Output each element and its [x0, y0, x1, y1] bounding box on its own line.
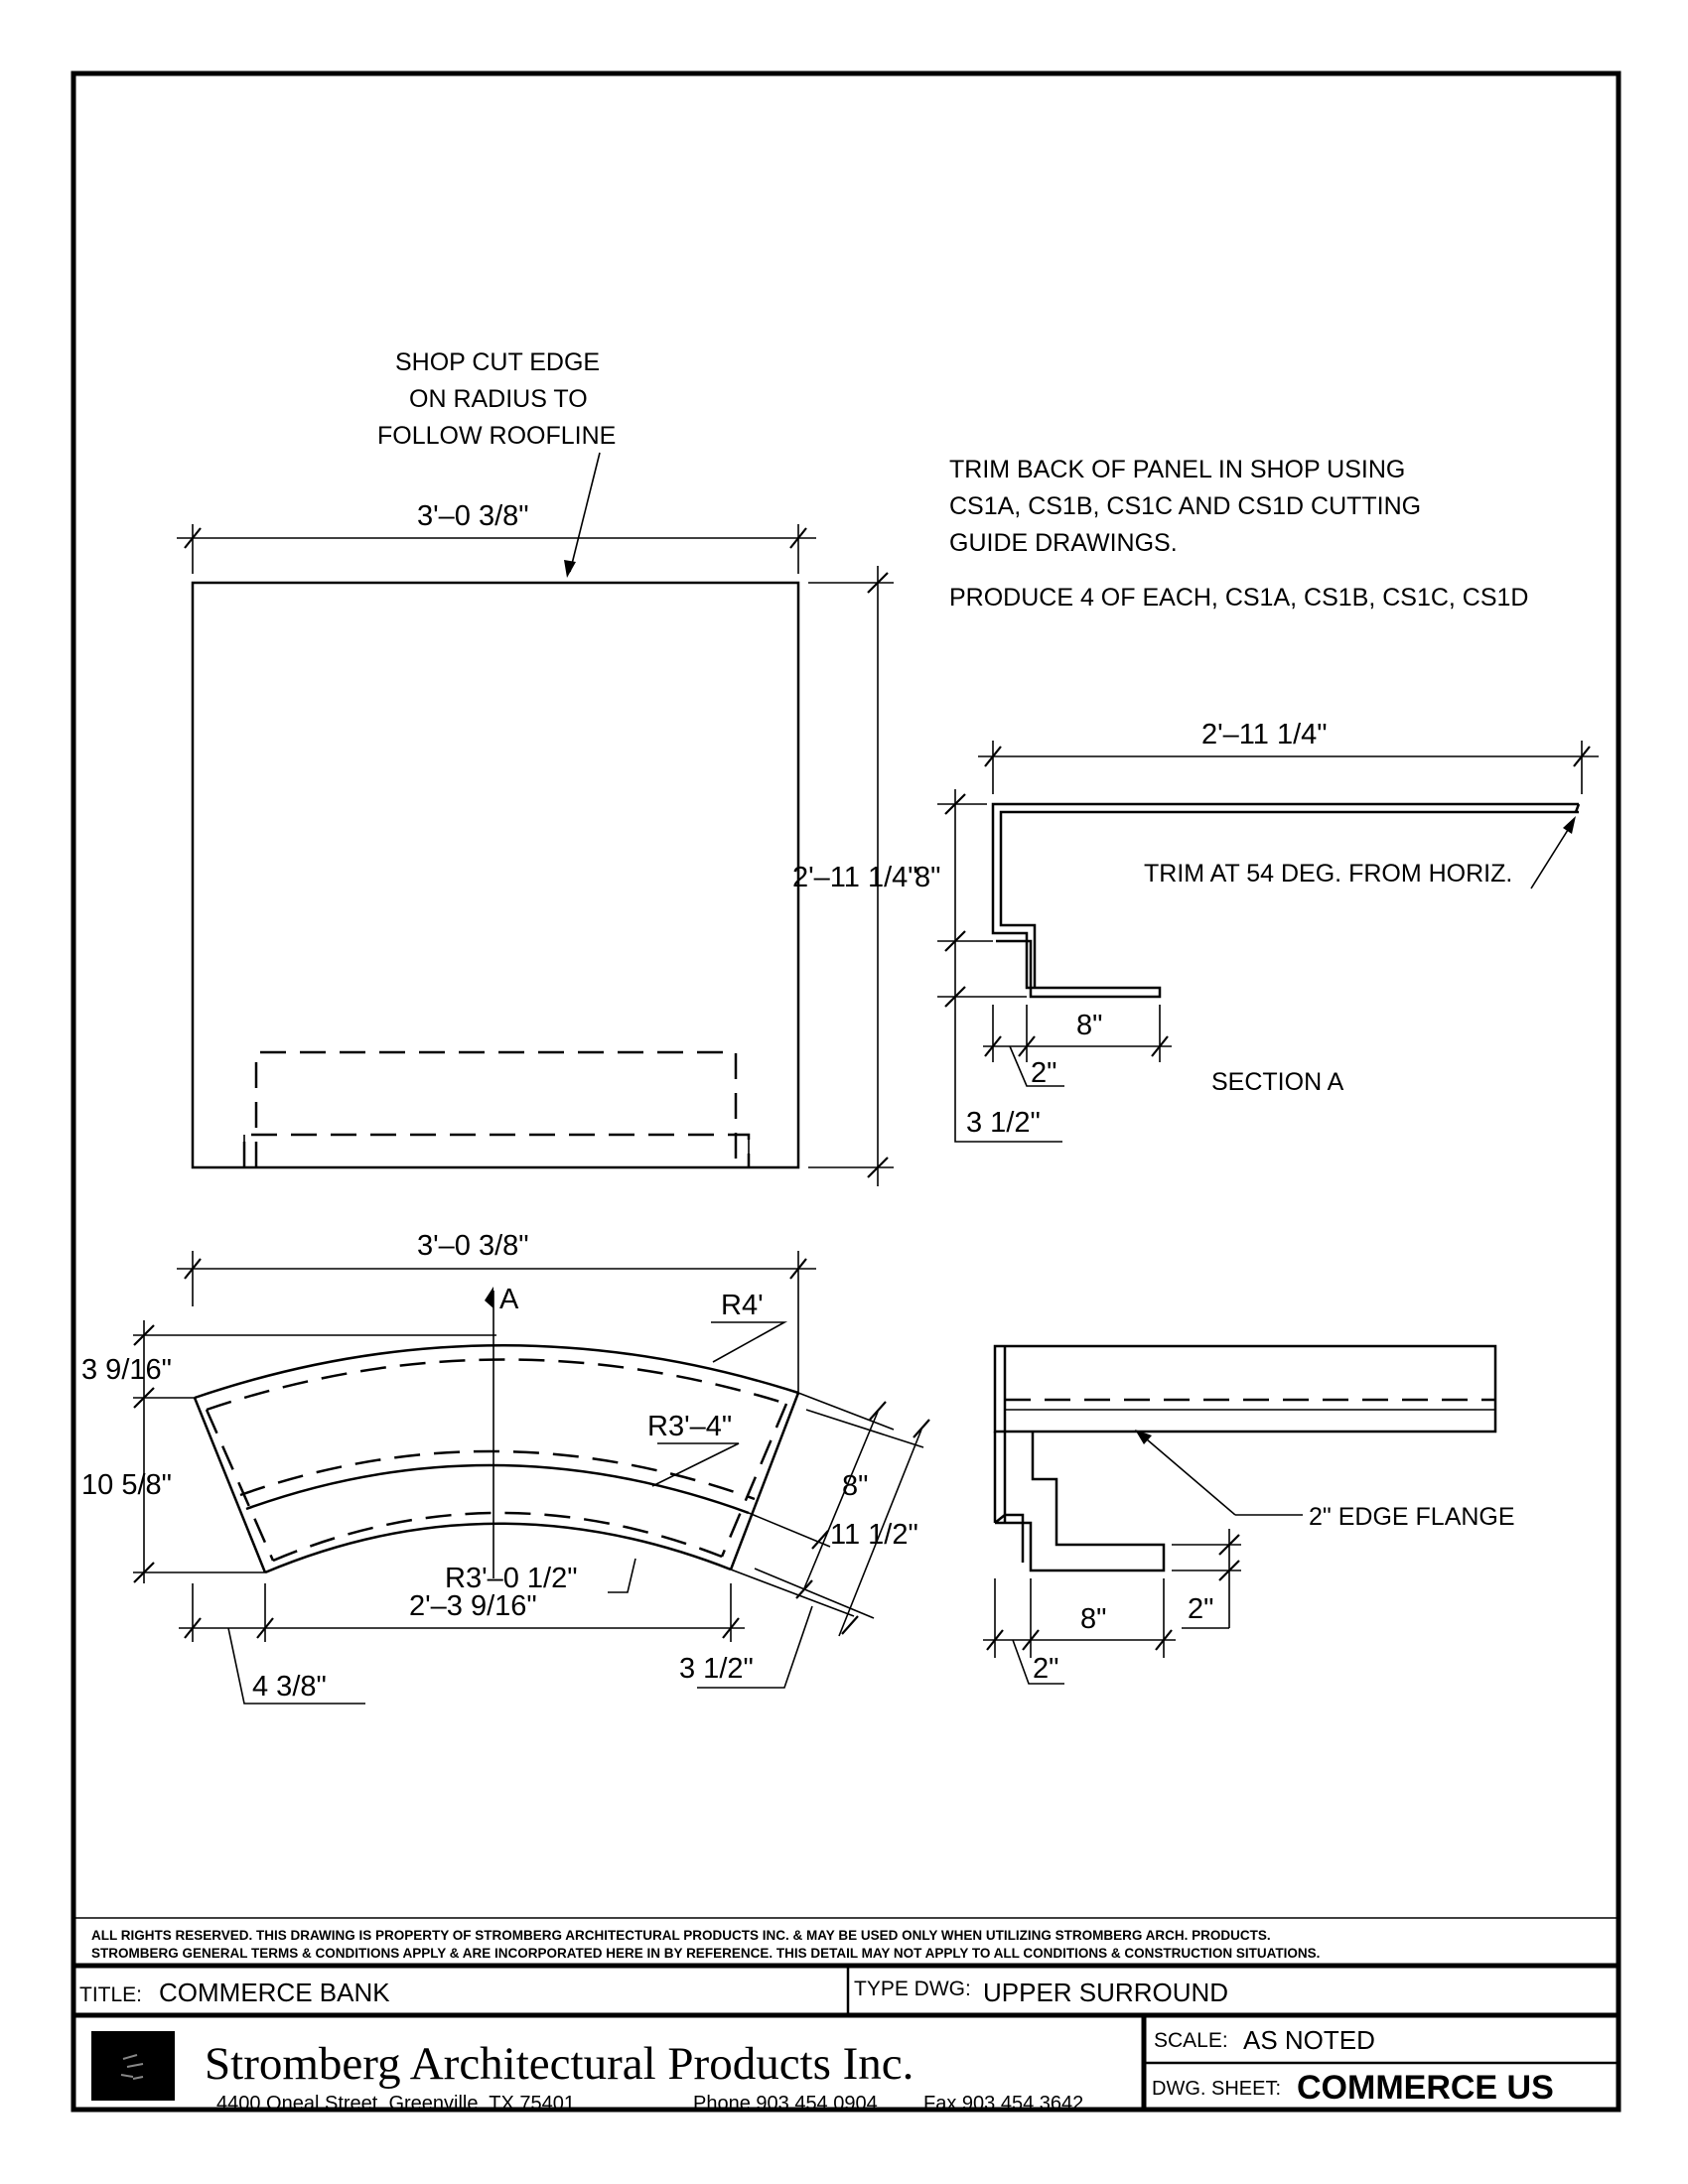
plan-outer-arc — [194, 1344, 799, 1400]
type-dwg-label: TYPE DWG: — [854, 1978, 971, 2000]
chord-label: 2'–3 9/16" — [409, 1590, 537, 1622]
plan-inner-arc — [264, 1522, 732, 1574]
offset-label: 4 3/8" — [252, 1671, 327, 1703]
trim-back-note-2: CS1A, CS1B, CS1C AND CS1D CUTTING — [949, 492, 1421, 520]
radius-mid-label: R3'–4" — [647, 1411, 732, 1442]
depth-label: 10 5/8" — [81, 1469, 172, 1501]
side-8-label: 8" — [842, 1470, 868, 1502]
detail-top-plate — [993, 1344, 1497, 1433]
sheet-border — [70, 70, 1621, 2113]
section-bottom-dim-label: 8" — [1076, 1010, 1102, 1041]
section-a-view: 2'–11 1/4" 8" 8" 2" 3 1/2" TRIM AT 54 DE… — [914, 719, 1599, 1143]
edge-flange-leader — [1139, 1433, 1236, 1516]
title-label: TITLE: — [79, 1983, 142, 2006]
section-profile-outer — [991, 802, 1579, 999]
produce-note: PRODUCE 4 OF EACH, CS1A, CS1B, CS1C, CS1… — [949, 584, 1528, 612]
company-name: Stromberg Architectural Products Inc. — [205, 2038, 914, 2090]
shop-cut-leader — [569, 452, 601, 573]
elevation-view: 3'–0 3/8" 2'–11 1/4" SHOP CUT EDGE ON RA… — [177, 348, 918, 1186]
trim-angle-note: TRIM AT 54 DEG. FROM HORIZ. — [1144, 860, 1512, 887]
detail-flange-height-label: 2" — [1188, 1593, 1213, 1625]
scale-value: AS NOTED — [1243, 2025, 1375, 2055]
trim-back-note-1: TRIM BACK OF PANEL IN SHOP USING — [949, 456, 1405, 483]
plan-view: 3'–0 3/8" A R4' R3'–4" R3'–0 1/2" 2'–3 9… — [81, 1230, 930, 1705]
radius-inner-label: R3'–0 1/2" — [445, 1563, 578, 1594]
legal-line-1: ALL RIGHTS RESERVED. THIS DRAWING IS PRO… — [91, 1928, 1271, 1943]
detail-flange-width-label: 8" — [1080, 1603, 1106, 1635]
elevation-height-label: 2'–11 1/4" — [792, 862, 918, 893]
shop-cut-note-3: FOLLOW ROOFLINE — [377, 422, 616, 450]
shop-cut-note-2: ON RADIUS TO — [409, 385, 588, 413]
plan-width-label: 3'–0 3/8" — [417, 1230, 529, 1262]
plan-return-label: 3 1/2" — [679, 1653, 754, 1685]
section-profile-inner — [999, 810, 1579, 988]
flange-detail-view: 2" EDGE FLANGE 2" 8" 2" — [983, 1344, 1515, 1685]
side-total-label: 11 1/2" — [830, 1519, 918, 1551]
company-fax: Fax 903.454.3642 — [923, 2093, 1083, 2115]
sheet-value: COMMERCE US — [1297, 2069, 1554, 2107]
title-block: ALL RIGHTS RESERVED. THIS DRAWING IS PRO… — [73, 1917, 1618, 2115]
elevation-width-label: 3'–0 3/8" — [417, 500, 529, 532]
section-top-dim-label: 8" — [914, 862, 940, 893]
edge-flange-label: 2" EDGE FLANGE — [1309, 1503, 1515, 1531]
panel-outline — [191, 581, 800, 1169]
section-width-label: 2'–11 1/4" — [1201, 719, 1328, 751]
plan-mid-arc — [245, 1463, 750, 1515]
shop-cut-note-1: SHOP CUT EDGE — [395, 348, 600, 376]
type-dwg-value: UPPER SURROUND — [983, 1978, 1228, 2007]
section-return-small-label: 2" — [1031, 1057, 1056, 1089]
radius-outer-label: R4' — [721, 1290, 764, 1321]
hidden-line-flange — [242, 1133, 751, 1167]
company-address: 4400 Oneal Street, Greenville, TX 75401 — [216, 2093, 575, 2115]
section-marker-label: A — [499, 1284, 519, 1315]
company-phone: Phone 903.454.0904 — [693, 2093, 878, 2115]
hidden-line-return — [254, 1050, 738, 1167]
section-return-total-label: 3 1/2" — [966, 1107, 1041, 1139]
trim-angle-leader — [1530, 821, 1574, 889]
trim-back-note-3: GUIDE DRAWINGS. — [949, 529, 1178, 557]
scale-label: SCALE: — [1154, 2029, 1228, 2052]
detail-return-label: 2" — [1033, 1653, 1058, 1685]
section-a-label: SECTION A — [1211, 1068, 1344, 1096]
rise-label: 3 9/16" — [81, 1354, 172, 1386]
legal-line-2: STROMBERG GENERAL TERMS & CONDITIONS APP… — [91, 1946, 1320, 1961]
logo-mark-icon — [120, 2054, 144, 2080]
detail-flange-outline — [995, 1432, 1166, 1572]
title-value: COMMERCE BANK — [159, 1978, 390, 2007]
sheet-label: DWG. SHEET: — [1152, 2078, 1281, 2100]
general-notes: TRIM BACK OF PANEL IN SHOP USING CS1A, C… — [949, 456, 1528, 612]
